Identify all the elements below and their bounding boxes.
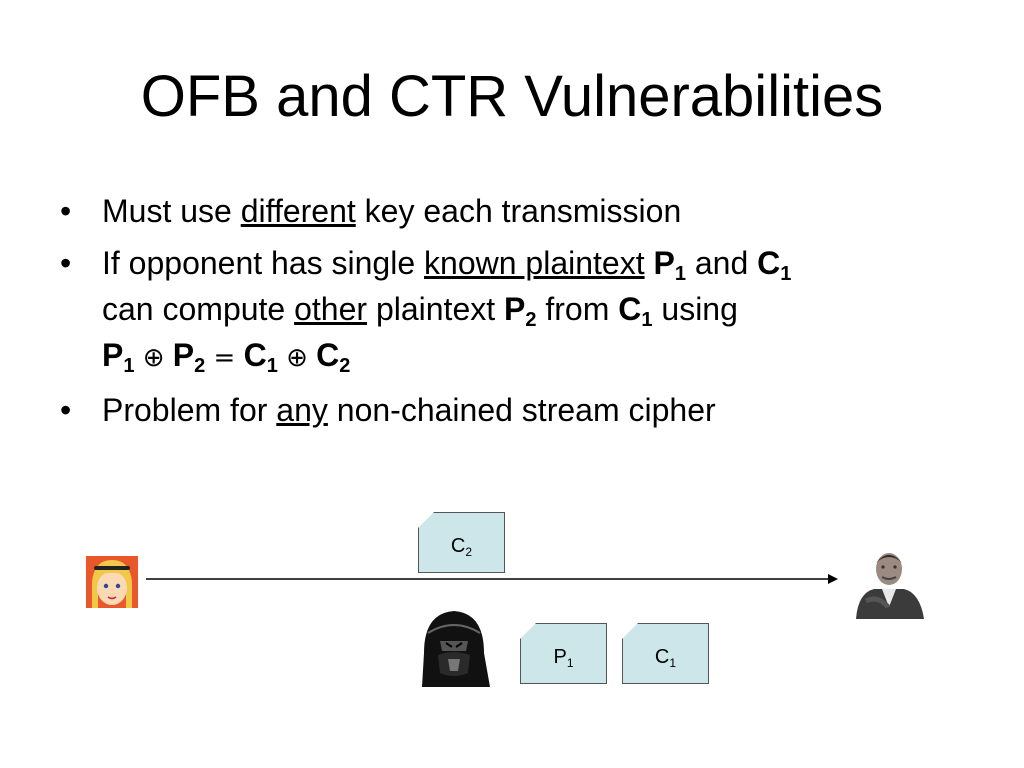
var: P2: [172, 337, 205, 376]
underlined-text: different: [240, 193, 356, 229]
box-letter: C: [450, 535, 466, 557]
var-sub: 1: [266, 355, 278, 377]
ciphertext-c1-box: C1: [622, 623, 709, 684]
underlined-text: any: [276, 392, 328, 428]
var-letter: C: [618, 291, 642, 327]
text: Problem for: [102, 392, 277, 428]
var-letter: C: [757, 245, 781, 281]
var-letter: C: [243, 337, 267, 373]
bullet-marker: •: [60, 193, 72, 229]
var-sub: 2: [339, 355, 351, 377]
var: C1: [757, 245, 791, 284]
var-sub: 2: [194, 355, 206, 377]
box-label: C2: [419, 535, 504, 558]
bullet-marker: •: [60, 392, 72, 428]
bullet-marker: •: [60, 245, 72, 281]
text: can compute: [102, 291, 295, 327]
var: C1: [618, 291, 652, 330]
text: Must use: [102, 193, 241, 229]
equals-operator: =: [205, 343, 244, 373]
var-sub: 1: [780, 263, 792, 285]
box-fold: [418, 512, 434, 528]
var: P1: [653, 245, 685, 284]
text: and: [685, 245, 758, 281]
bullet-item-1: • Must use different key each transmissi…: [60, 188, 1010, 234]
box-fold: [520, 623, 536, 639]
var: P1: [102, 337, 134, 376]
var-letter: P: [102, 337, 124, 373]
var: C1: [243, 337, 278, 376]
var-letter: P: [653, 245, 675, 281]
var-sub: 1: [123, 355, 135, 377]
var-letter: C: [316, 337, 340, 373]
box-label: P1: [521, 646, 606, 669]
bullet-item-2: • If opponent has single known plaintext…: [60, 240, 1010, 381]
ciphertext-c2-box: C2: [418, 512, 505, 573]
var-sub: 2: [525, 309, 537, 331]
box-letter: P: [553, 646, 567, 668]
text: non-chained stream cipher: [327, 392, 716, 428]
text: using: [652, 291, 738, 327]
underlined-text: other: [294, 291, 368, 327]
text: If opponent has single: [102, 245, 425, 281]
var-letter: P: [172, 337, 195, 373]
bullet-2-line-1: If opponent has single known plaintext P…: [102, 240, 1010, 286]
alice-face-icon: [86, 556, 138, 608]
box-sub: 1: [669, 656, 677, 670]
plaintext-p1-box: P1: [520, 623, 607, 684]
bullet-list: • Must use different key each transmissi…: [60, 188, 1010, 439]
var: P2: [504, 291, 536, 330]
darth-vader-icon: [422, 611, 490, 687]
xor-operator: ⊕: [277, 343, 317, 373]
underlined-text: known plaintext: [424, 245, 645, 281]
slide-title: OFB and CTR Vulnerabilities: [140, 64, 884, 129]
bullet-2-line-3: P1 ⊕ P2 = C1 ⊕ C2: [102, 332, 1010, 381]
var-sub: 1: [641, 309, 653, 331]
text: key each transmission: [355, 193, 682, 229]
box-sub: 2: [465, 545, 473, 559]
var-sub: 1: [674, 263, 686, 285]
text: plaintext: [367, 291, 505, 327]
box-sub: 1: [566, 656, 574, 670]
bullet-item-3: • Problem for any non-chained stream cip…: [60, 387, 1010, 433]
bullet-2-line-2: can compute other plaintext P2 from C1 u…: [102, 286, 1010, 332]
xor-operator: ⊕: [134, 343, 173, 373]
bob-man-icon: [856, 553, 924, 619]
box-fold: [622, 623, 638, 639]
box-letter: C: [654, 646, 670, 668]
text: from: [536, 291, 619, 327]
var: C2: [316, 337, 350, 376]
var-letter: P: [504, 291, 526, 327]
box-label: C1: [623, 646, 708, 669]
